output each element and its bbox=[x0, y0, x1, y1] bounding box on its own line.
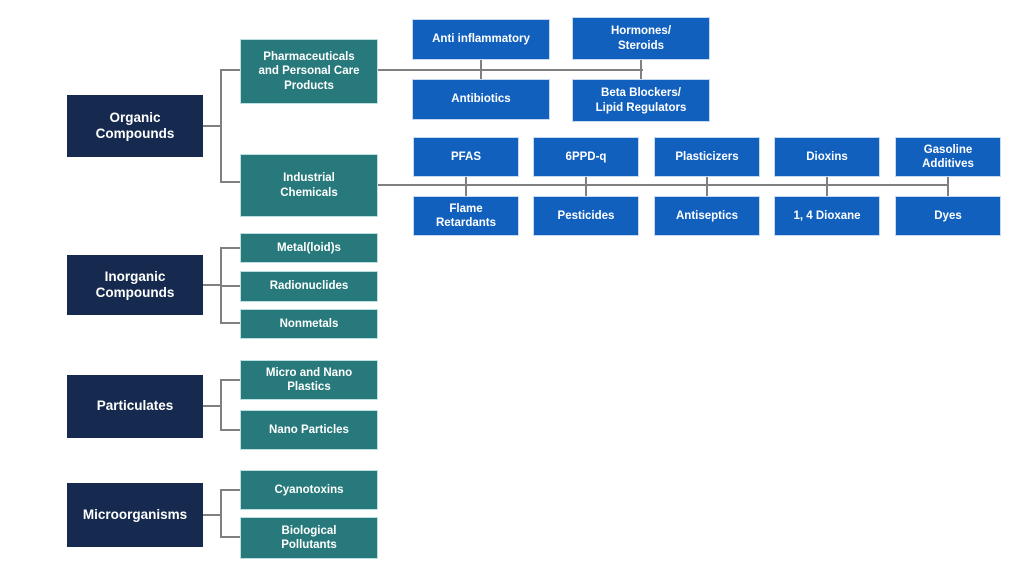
connector-line bbox=[203, 284, 221, 286]
connector-line bbox=[640, 60, 642, 79]
connector-line bbox=[706, 177, 708, 196]
node-nano-particles: Nano Particles bbox=[240, 410, 378, 450]
node-plasticizers: Plasticizers bbox=[654, 137, 760, 177]
node-anti-inflammatory: Anti inflammatory bbox=[412, 19, 550, 60]
node-pfas: PFAS bbox=[413, 137, 519, 177]
connector-line bbox=[220, 322, 240, 324]
node-organic-compounds: Organic Compounds bbox=[67, 95, 203, 157]
node-hormones-steroids: Hormones/ Steroids bbox=[572, 17, 710, 60]
connector-line bbox=[220, 379, 222, 431]
node-nonmetals: Nonmetals bbox=[240, 309, 378, 339]
node-flame-retardants: Flame Retardants bbox=[413, 196, 519, 236]
node-antiseptics: Antiseptics bbox=[654, 196, 760, 236]
node-beta-blockers-lipid-regulators: Beta Blockers/ Lipid Regulators bbox=[572, 79, 710, 122]
node-1-4-dioxane: 1, 4 Dioxane bbox=[774, 196, 880, 236]
connector-line bbox=[220, 429, 240, 431]
connector-line bbox=[465, 177, 467, 196]
connector-line bbox=[220, 536, 240, 538]
node-6ppd-q: 6PPD-q bbox=[533, 137, 639, 177]
connector-line bbox=[378, 69, 643, 71]
connector-line bbox=[220, 247, 240, 249]
node-pharmaceuticals-personal-care: Pharmaceuticals and Personal Care Produc… bbox=[240, 39, 378, 104]
connector-line bbox=[220, 379, 240, 381]
node-metalloids: Metal(loid)s bbox=[240, 233, 378, 263]
node-inorganic-compounds: Inorganic Compounds bbox=[67, 255, 203, 315]
connector-line bbox=[220, 69, 240, 71]
node-microorganisms: Microorganisms bbox=[67, 483, 203, 547]
node-micro-nano-plastics: Micro and Nano Plastics bbox=[240, 360, 378, 400]
connector-line bbox=[203, 514, 221, 516]
node-radionuclides: Radionuclides bbox=[240, 271, 378, 302]
node-pesticides: Pesticides bbox=[533, 196, 639, 236]
node-cyanotoxins: Cyanotoxins bbox=[240, 470, 378, 510]
connector-line bbox=[220, 489, 240, 491]
connector-line bbox=[826, 177, 828, 196]
node-particulates: Particulates bbox=[67, 375, 203, 438]
connector-line bbox=[203, 125, 221, 127]
node-gasoline-additives: Gasoline Additives bbox=[895, 137, 1001, 177]
node-dioxins: Dioxins bbox=[774, 137, 880, 177]
connector-line bbox=[220, 489, 222, 538]
connector-line bbox=[220, 285, 240, 287]
connector-line bbox=[203, 405, 221, 407]
connector-line bbox=[585, 177, 587, 196]
connector-line bbox=[947, 177, 949, 196]
connector-line bbox=[378, 184, 949, 186]
node-industrial-chemicals: Industrial Chemicals bbox=[240, 154, 378, 217]
connector-line bbox=[220, 69, 222, 183]
connector-line bbox=[220, 181, 240, 183]
node-antibiotics: Antibiotics bbox=[412, 79, 550, 120]
connector-line bbox=[480, 60, 482, 79]
node-biological-pollutants: Biological Pollutants bbox=[240, 517, 378, 559]
node-dyes: Dyes bbox=[895, 196, 1001, 236]
